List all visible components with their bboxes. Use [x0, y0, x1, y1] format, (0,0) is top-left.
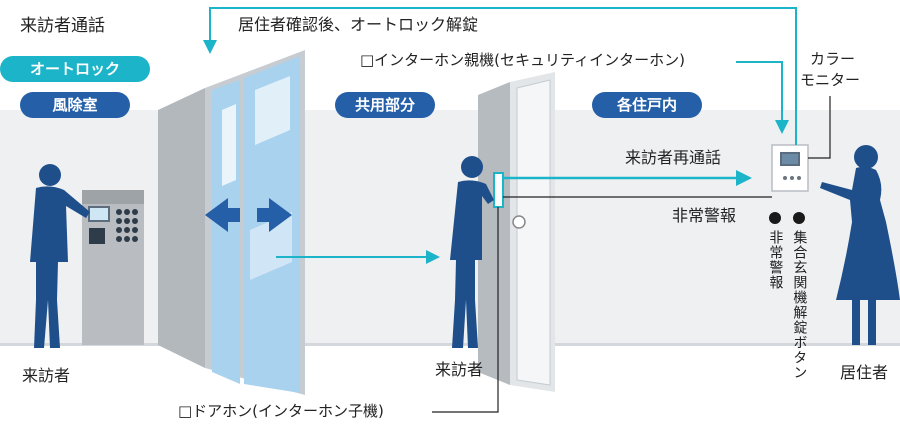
visitor-label-left: 来訪者: [22, 366, 71, 385]
visitor-figure-middle: [450, 156, 494, 348]
unlock-path-arrow: [203, 7, 797, 145]
visitor-figure-left: [30, 164, 90, 348]
page-title: 来訪者通話: [20, 16, 105, 36]
unlock-after-confirm-label: 居住者確認後、オートロック解錠: [238, 15, 479, 34]
revisit-call-arrow: [503, 170, 752, 186]
unlock-bullet-icon: [793, 212, 805, 224]
visitor-label-middle: 来訪者: [435, 360, 484, 379]
color-monitor-label-line1: カラー: [810, 50, 856, 68]
vertical-unlock-button-label: 集合玄関機解錠ボタン: [791, 230, 808, 380]
doorphone-label: □ドアホン(インターホン子機): [178, 402, 384, 420]
zone-badge-autolock: オートロック: [0, 56, 150, 82]
resident-label: 居住者: [840, 363, 889, 382]
master-unit-label: □インターホン親機(セキュリティインターホン): [360, 51, 685, 69]
alarm-bullet-icon: [769, 212, 781, 224]
autolock-sliding-doors: [158, 50, 305, 395]
doorphone-leader: [432, 207, 499, 413]
wall-band: [0, 110, 900, 345]
color-monitor-device: [771, 144, 809, 192]
unit-door: [478, 72, 555, 392]
sliding-double-arrow-icon: [205, 198, 292, 232]
color-monitor-leader: [808, 96, 831, 159]
emergency-alarm-label: 非常警報: [672, 206, 737, 225]
resident-figure: [820, 145, 900, 345]
path-arrow-to-common: [276, 250, 440, 264]
revisit-call-label: 来訪者再通話: [625, 148, 722, 167]
zone-badge-vestibule: 風除室: [20, 92, 130, 118]
vertical-emergency-alarm-label: 非常警報: [767, 230, 784, 290]
master-unit-leader: [736, 61, 789, 134]
zone-badge-unit: 各住戸内: [592, 92, 702, 118]
autolock-panel: [82, 190, 144, 345]
zone-badge-common: 共用部分: [335, 92, 435, 118]
floor-line: [0, 343, 900, 346]
color-monitor-label-line2: モニター: [800, 71, 861, 89]
